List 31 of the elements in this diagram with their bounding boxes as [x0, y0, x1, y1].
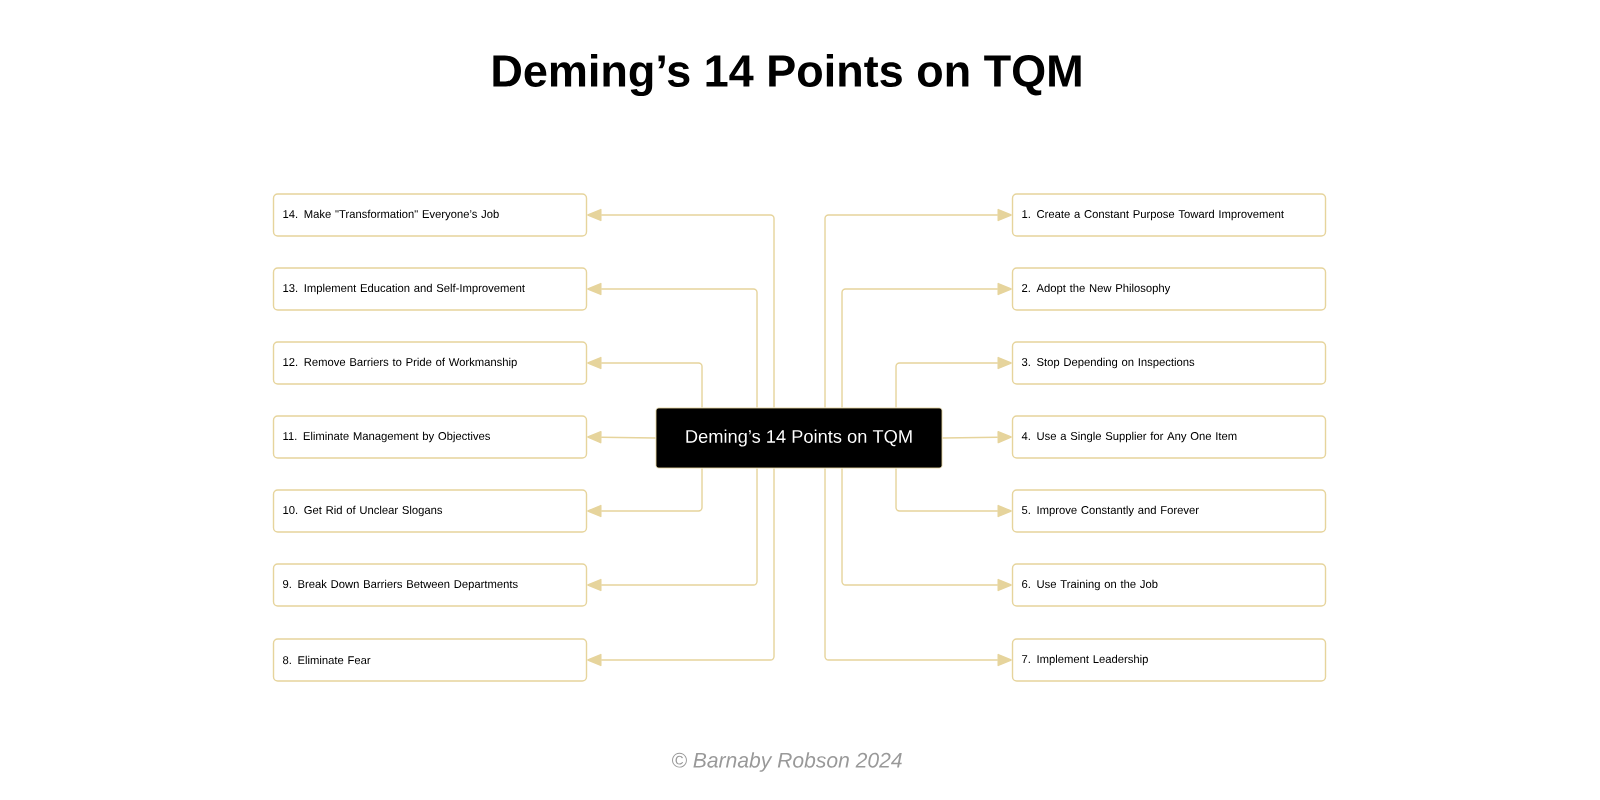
arrow: [587, 208, 775, 409]
point-box: 1. Create a Constant Purpose Toward Improvement: [1011, 193, 1327, 237]
point-box: 7. Implement Leadership: [1011, 638, 1327, 682]
point-box: 12. Remove Barriers to Pride of Workmanship: [272, 341, 588, 385]
arrow: [587, 282, 758, 409]
point-box: 14. Make "Transformation" Everyone’s Job: [272, 193, 588, 237]
point-box: 8. Eliminate Fear: [272, 638, 588, 682]
copyright-note: © Barnaby Robson 2024: [672, 752, 902, 772]
title: Deming’s 14 Points on TQM: [493, 53, 1081, 97]
arrow: [841, 282, 1012, 409]
point-box: 3. Stop Depending on Inspections: [1011, 341, 1327, 385]
point-box: 4. Use a Single Supplier for Any One Item: [1011, 415, 1327, 459]
arrow: [587, 467, 775, 667]
point-box: 2. Adopt the New Philosophy: [1011, 267, 1327, 311]
arrow: [824, 208, 1012, 409]
arrow: [841, 467, 1012, 592]
point-box: 5. Improve Constantly and Forever: [1011, 489, 1327, 533]
arrow: [824, 467, 1012, 667]
point-box: 9. Break Down Barriers Between Departments: [272, 563, 588, 607]
arrow: [587, 356, 703, 409]
arrow: [941, 431, 1012, 444]
arrow: [895, 467, 1012, 518]
arrow: [587, 467, 758, 592]
arrow: [587, 467, 703, 518]
point-box: 10. Get Rid of Unclear Slogans: [272, 489, 588, 533]
point-box: 11. Eliminate Management by Objectives: [272, 415, 588, 459]
point-box: 6. Use Training on the Job: [1011, 563, 1327, 607]
point-box: 13. Implement Education and Self-Improvement: [272, 267, 588, 311]
arrow: [895, 356, 1012, 409]
central-box: Deming’s 14 Points on TQM: [655, 407, 943, 469]
arrow: [587, 431, 657, 444]
